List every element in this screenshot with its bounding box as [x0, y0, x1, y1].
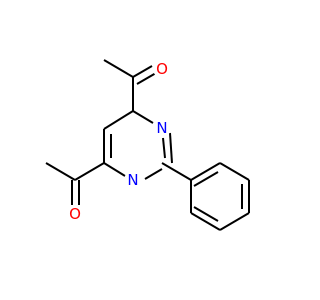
- bond-ph-1-2-inner: [193, 171, 219, 187]
- atom-nitrogen-lower: N: [124, 171, 142, 189]
- bond-c2-n3: [144, 168, 163, 180]
- bond-carbonyl-oxygen-top-a: [132, 65, 153, 78]
- bond-carbonyl-methyl-bottom: [45, 162, 76, 181]
- bond-ph-5-6: [190, 212, 221, 231]
- bond-group: [45, 59, 250, 231]
- bond-n1-c2-b: [162, 137, 166, 159]
- atom-oxygen-top: O: [153, 60, 171, 78]
- bond-carbonyl-oxygen-top-b: [136, 72, 157, 85]
- bond-methyl-carbonyl-top: [103, 59, 134, 78]
- atom-nitrogen-upper: N: [153, 119, 171, 137]
- bond-c5-c6: [103, 110, 134, 130]
- bond-c6-n1: [132, 110, 154, 124]
- bond-ph-1-2: [190, 162, 221, 181]
- atom-labels: O N N O: [66, 60, 171, 223]
- nitrogen-lower-label: N: [127, 171, 138, 189]
- bond-ph-2-3: [219, 162, 250, 181]
- molecule-structure: O N N O: [45, 59, 250, 231]
- bond-c2-phenyl: [161, 162, 192, 181]
- oxygen-top-label: O: [156, 60, 168, 78]
- oxygen-bottom-label: O: [69, 205, 81, 223]
- bond-ph-4-5: [219, 212, 250, 231]
- bond-n1-c2-a: [169, 132, 173, 164]
- nitrogen-upper-label: N: [156, 119, 167, 137]
- bond-ph-5-6-inner: [193, 206, 219, 222]
- atom-oxygen-bottom: O: [66, 205, 84, 223]
- bond-ring-carbonyl-bottom: [74, 162, 105, 181]
